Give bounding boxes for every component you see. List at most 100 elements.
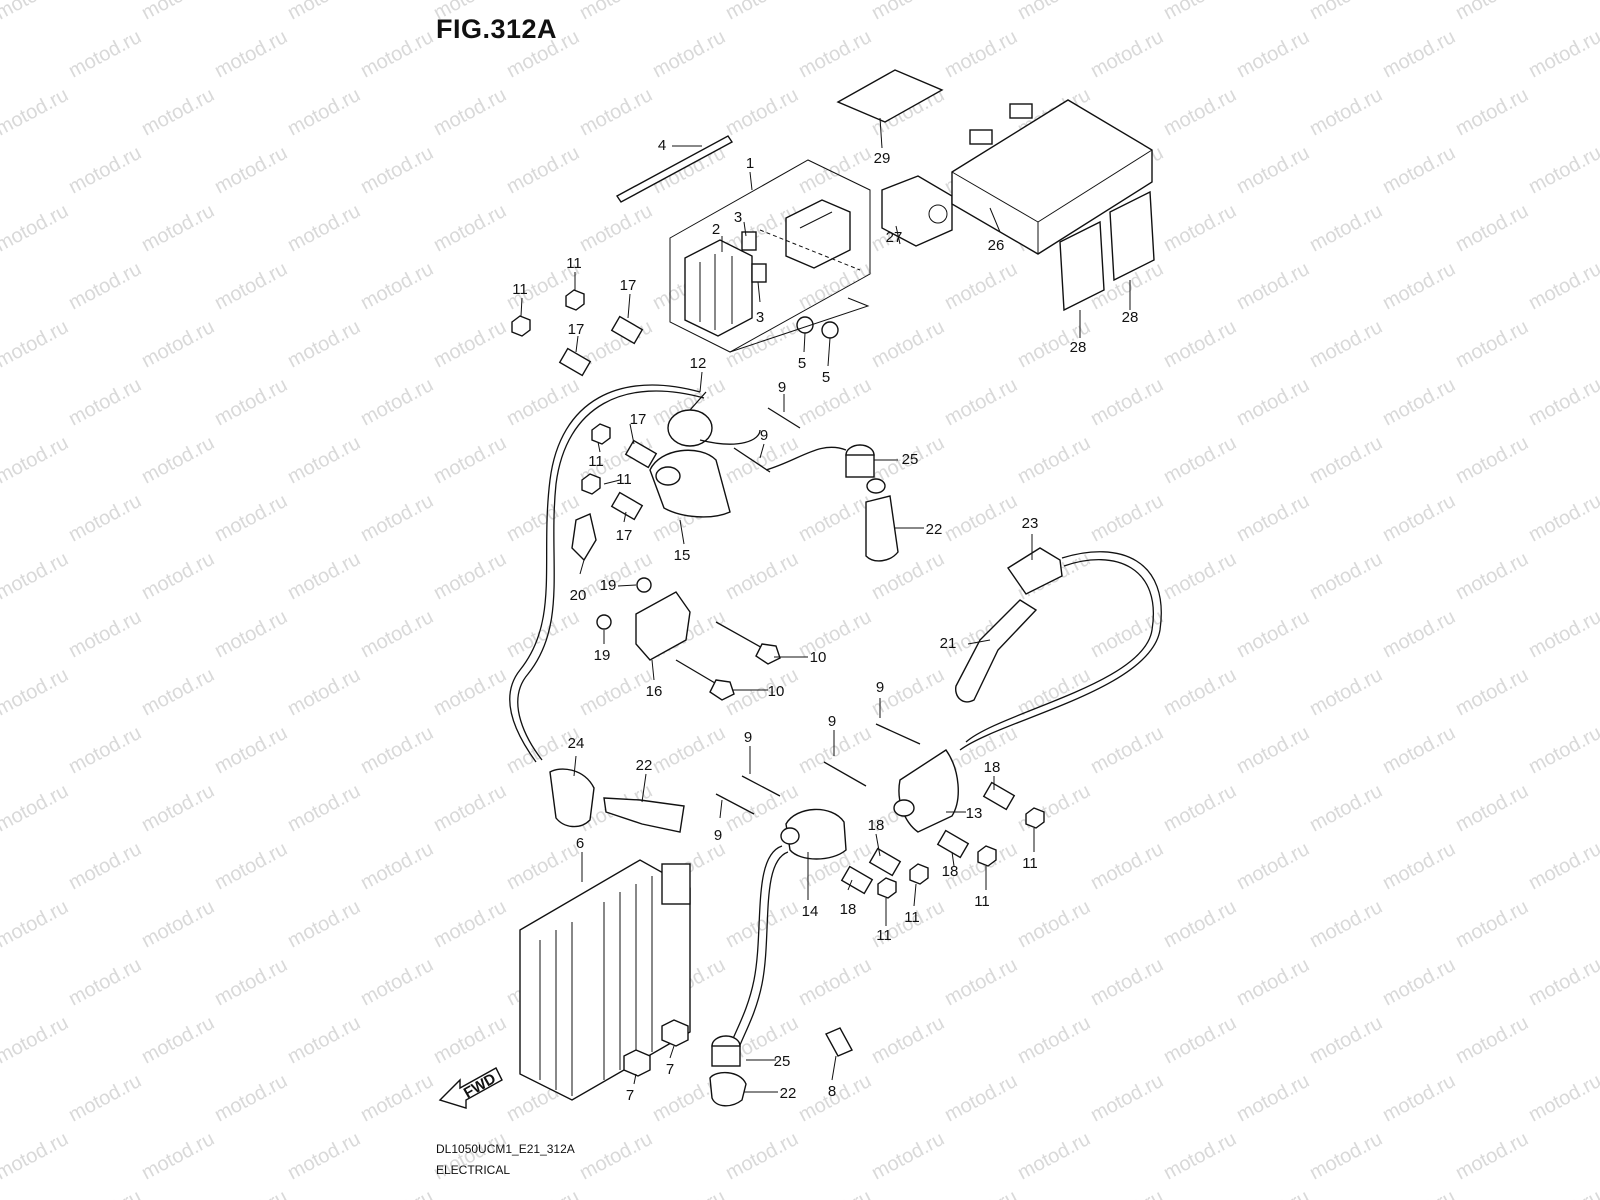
part-12-ignition-coil[interactable]: [667, 391, 761, 447]
part-4-strip[interactable]: [615, 135, 734, 203]
part-18-spacer-c[interactable]: [868, 847, 902, 877]
part-9-bolt-lower-a[interactable]: [715, 793, 755, 815]
callout-28[interactable]: 28: [1070, 339, 1087, 356]
part-7-nut-a[interactable]: [623, 1049, 651, 1077]
callout-17[interactable]: 17: [620, 277, 637, 294]
part-2-fuse-box[interactable]: [684, 239, 753, 337]
callout-5[interactable]: 5: [798, 355, 806, 372]
callout-1[interactable]: 1: [746, 155, 754, 172]
part-11-nut-d[interactable]: [581, 473, 601, 495]
callout-22[interactable]: 22: [636, 757, 653, 774]
callout-17[interactable]: 17: [630, 411, 647, 428]
part-27-connector[interactable]: [881, 175, 953, 247]
part-29-label-sheet[interactable]: [836, 69, 944, 123]
callout-11[interactable]: 11: [904, 909, 920, 926]
callout-15[interactable]: 15: [674, 547, 691, 564]
callout-16[interactable]: 16: [646, 683, 663, 700]
callout-29[interactable]: 29: [874, 150, 891, 167]
callout-25[interactable]: 25: [902, 451, 919, 468]
part-20-clip[interactable]: [571, 513, 597, 562]
part-9-bolt-lower-b[interactable]: [741, 775, 781, 797]
callout-25[interactable]: 25: [774, 1053, 791, 1070]
part-9-bolt-lower-d[interactable]: [875, 723, 921, 745]
part-11-nut-c[interactable]: [591, 423, 611, 445]
part-19-grommet-a[interactable]: [636, 577, 652, 593]
callout-10[interactable]: 10: [768, 683, 785, 700]
part-26-ecu[interactable]: [951, 99, 1153, 255]
part-3-fuse-upper[interactable]: [741, 231, 757, 251]
callout-24[interactable]: 24: [568, 735, 585, 752]
part-19-grommet-b[interactable]: [596, 614, 612, 630]
callout-10[interactable]: 10: [810, 649, 827, 666]
part-9-bolt-lower-c[interactable]: [823, 761, 867, 787]
callout-2[interactable]: 2: [712, 221, 720, 238]
part-17-spacer-a[interactable]: [610, 315, 644, 345]
part-21-plug-cap-right[interactable]: [955, 599, 1038, 703]
callout-11[interactable]: 11: [974, 893, 990, 910]
callout-6[interactable]: 6: [576, 835, 584, 852]
callout-18[interactable]: 18: [984, 759, 1001, 776]
callout-9[interactable]: 9: [876, 679, 884, 696]
callout-20[interactable]: 20: [570, 587, 587, 604]
part-3-fuse-lower[interactable]: [751, 263, 767, 283]
callout-19[interactable]: 19: [594, 647, 611, 664]
part-11-nut-e[interactable]: [1025, 807, 1045, 829]
part-9-bolt-upper-a[interactable]: [767, 407, 801, 429]
part-25-cap-upper[interactable]: [845, 444, 875, 478]
callout-9[interactable]: 9: [744, 729, 752, 746]
callout-23[interactable]: 23: [1022, 515, 1039, 532]
part-17-spacer-d[interactable]: [610, 491, 644, 521]
part-17-spacer-c[interactable]: [624, 439, 658, 469]
part-25-cap-lower[interactable]: [711, 1035, 741, 1067]
part-17-spacer-b[interactable]: [558, 347, 592, 377]
part-11-nut-b[interactable]: [565, 289, 585, 311]
callout-26[interactable]: 26: [988, 237, 1005, 254]
part-1-relay[interactable]: [785, 199, 851, 269]
callout-8[interactable]: 8: [828, 1083, 836, 1100]
part-24-elbow-cap[interactable]: [549, 768, 595, 828]
part-9-bolt-upper-b[interactable]: [733, 447, 771, 473]
part-5-bolt-b[interactable]: [821, 321, 839, 339]
part-13-ignition-coil[interactable]: [893, 749, 959, 833]
part-18-spacer-b[interactable]: [936, 829, 970, 859]
callout-9[interactable]: 9: [714, 827, 722, 844]
callout-17[interactable]: 17: [568, 321, 585, 338]
callout-21[interactable]: 21: [940, 635, 957, 652]
callout-4[interactable]: 4: [658, 137, 666, 154]
callout-3[interactable]: 3: [756, 309, 764, 326]
callout-9[interactable]: 9: [778, 379, 786, 396]
callout-11[interactable]: 11: [876, 927, 892, 944]
callout-11[interactable]: 11: [1022, 855, 1038, 872]
callout-9[interactable]: 9: [828, 713, 836, 730]
callout-12[interactable]: 12: [690, 355, 707, 372]
callout-7[interactable]: 7: [666, 1061, 674, 1078]
callout-18[interactable]: 18: [840, 901, 857, 918]
callout-27[interactable]: 27: [886, 229, 903, 246]
part-22-plug-cap-lower[interactable]: [709, 1071, 747, 1107]
part-10-bolt-lower[interactable]: [675, 659, 735, 701]
part-22-plug-cap-upper[interactable]: [865, 478, 899, 562]
callout-14[interactable]: 14: [802, 903, 819, 920]
part-22-plug-cap-middle[interactable]: [603, 797, 685, 833]
part-11-nut-h[interactable]: [877, 877, 897, 899]
part-7-nut-b[interactable]: [661, 1019, 689, 1047]
callout-18[interactable]: 18: [942, 863, 959, 880]
part-18-spacer-d[interactable]: [840, 865, 874, 895]
callout-11[interactable]: 11: [566, 255, 582, 272]
callout-19[interactable]: 19: [600, 577, 617, 594]
part-28-pad-right[interactable]: [1109, 190, 1155, 282]
callout-11[interactable]: 11: [512, 281, 528, 298]
part-8-pad[interactable]: [825, 1027, 853, 1057]
callout-22[interactable]: 22: [780, 1085, 797, 1102]
callout-7[interactable]: 7: [626, 1087, 634, 1104]
callout-5[interactable]: 5: [822, 369, 830, 386]
part-16-bracket[interactable]: [635, 591, 691, 661]
callout-11[interactable]: 11: [588, 453, 604, 470]
callout-17[interactable]: 17: [616, 527, 633, 544]
callout-13[interactable]: 13: [966, 805, 983, 822]
part-23-elbow[interactable]: [1007, 547, 1063, 595]
callout-9[interactable]: 9: [760, 427, 768, 444]
part-14-ignition-coil[interactable]: [780, 808, 847, 860]
part-6-regulator[interactable]: [519, 859, 691, 1101]
part-11-nut-f[interactable]: [977, 845, 997, 867]
